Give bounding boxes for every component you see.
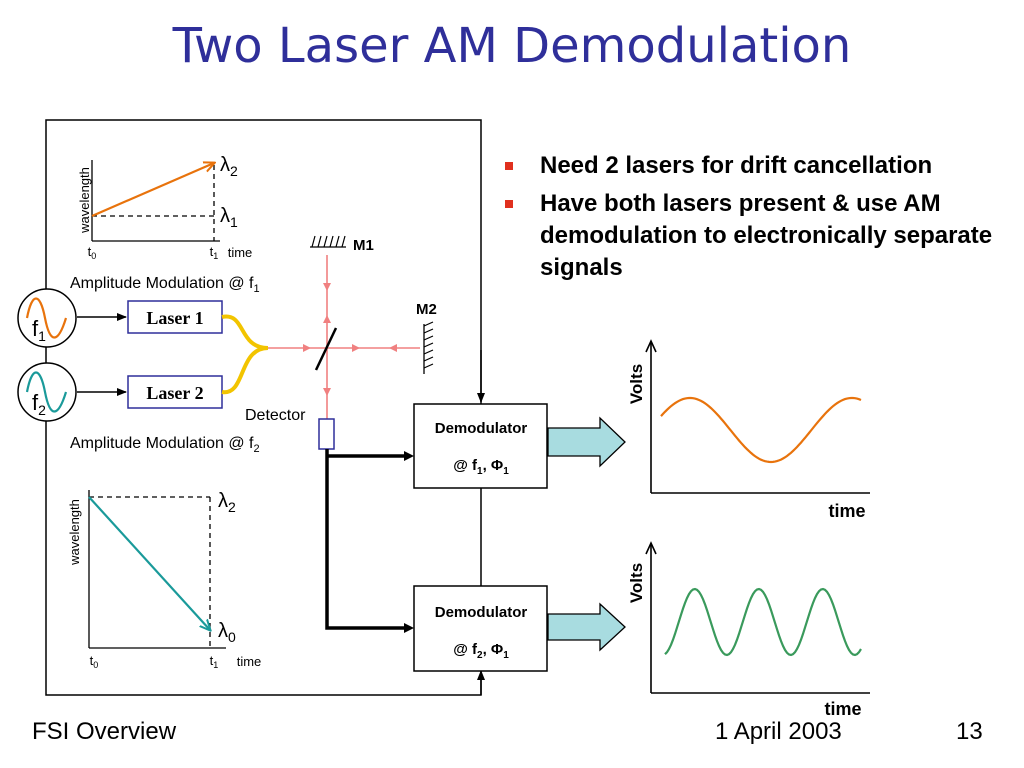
lambda2-label: λ2 xyxy=(220,154,238,179)
am-label-f1: Amplitude Modulation @ f1 xyxy=(70,275,260,295)
oscillator-circle xyxy=(17,288,77,348)
time-label: time xyxy=(828,501,865,521)
oscillator-label: f2 xyxy=(32,390,46,418)
demodulator-1: Demodulator @ f1, Φ1 xyxy=(413,403,548,489)
x-axis-label: time xyxy=(228,245,253,260)
y-axis-arrow-icon xyxy=(645,339,657,353)
y-axis-label: wavelength xyxy=(67,499,82,566)
demodulator-params: @ f2, Φ1 xyxy=(453,641,509,661)
demodulator-box xyxy=(413,585,548,672)
bullet-item: Need 2 lasers for drift cancellation xyxy=(505,150,1020,182)
time-label: time xyxy=(824,699,861,719)
am-label-f2: Amplitude Modulation @ f2 xyxy=(70,435,260,455)
output-signal-2 xyxy=(664,587,862,657)
footer-date: 1 April 2003 xyxy=(715,718,842,745)
t1-label: t1 xyxy=(210,244,219,261)
lambda1-label: λ1 xyxy=(220,205,238,230)
footer-page-number: 13 xyxy=(956,718,983,745)
beam-arrow-icon xyxy=(303,344,311,352)
mirror-m2: M2 xyxy=(416,301,437,374)
slide-title: Two Laser AM Demodulation xyxy=(172,18,852,74)
laser1-label: Laser 1 xyxy=(146,308,203,328)
laser2-label: Laser 2 xyxy=(146,383,203,403)
y-axis-label: wavelength xyxy=(77,167,92,234)
beam-arrow-icon xyxy=(323,388,331,396)
wavelength-ramp-down xyxy=(88,496,210,630)
beam-arrow-icon xyxy=(352,344,360,352)
bullet-text: Have both lasers present & use AM demodu… xyxy=(540,190,993,281)
oscillator-circle xyxy=(17,362,77,422)
output-arrow-icon xyxy=(547,416,626,468)
mirror-m2-label: M2 xyxy=(416,301,437,318)
wire-arrow-icon xyxy=(404,451,414,461)
beam-splitter xyxy=(314,327,338,371)
output-arrow-icon xyxy=(547,602,626,652)
laser2-box xyxy=(127,375,223,409)
volts-label: Volts xyxy=(627,563,646,603)
beam-arrow-icon xyxy=(389,344,397,352)
bullet-item: Have both lasers present & use AM demodu… xyxy=(505,188,1020,284)
t1-label: t1 xyxy=(210,653,219,670)
mirror-m1: M1 xyxy=(310,235,374,254)
output-plot-2: Volts time xyxy=(627,541,870,719)
volts-label: Volts xyxy=(627,364,646,404)
footer-left: FSI Overview xyxy=(32,718,177,745)
demodulator-label: Demodulator xyxy=(435,420,528,437)
mirror-m1-label: M1 xyxy=(353,237,374,254)
bullet-square-icon xyxy=(505,200,513,208)
demodulator-2: Demodulator @ f2, Φ1 xyxy=(413,585,548,672)
t0-label: t0 xyxy=(88,244,97,261)
bullet-list: Need 2 lasers for drift cancellation Hav… xyxy=(505,150,1020,290)
beam-arrow-icon xyxy=(323,283,331,291)
output-plot-1: Volts time xyxy=(627,339,870,521)
oscillator-f1: f1 xyxy=(17,288,77,348)
sine-wave-icon xyxy=(25,371,68,413)
oscillator-label: f1 xyxy=(32,316,46,344)
wavelength-ramp-up xyxy=(91,163,214,218)
output-signal-1 xyxy=(660,396,862,464)
x-axis-label: time xyxy=(237,654,262,669)
sine-wave-icon xyxy=(25,297,68,339)
top-wavelength-chart: wavelength time t0 t1 λ2 λ1 xyxy=(77,154,252,261)
demodulator-params: @ f1, Φ1 xyxy=(453,457,509,477)
t0-label: t0 xyxy=(90,653,99,670)
bullet-text: Need 2 lasers for drift cancellation xyxy=(540,152,933,179)
beam-arrow-icon xyxy=(323,315,331,323)
laser-beams xyxy=(268,255,420,420)
fiber-laser1 xyxy=(221,314,269,350)
bullet-square-icon xyxy=(505,162,513,170)
detector-box xyxy=(318,418,335,450)
y-axis-arrow-icon xyxy=(645,541,657,555)
lambda2-label: λ2 xyxy=(218,490,236,515)
signal-wire-demod2 xyxy=(325,449,409,630)
bottom-wavelength-chart: wavelength time t0 t1 λ2 λ0 xyxy=(67,490,261,670)
oscillator-f2: f2 xyxy=(17,362,77,422)
demodulator-label: Demodulator xyxy=(435,604,528,621)
lambda0-label: λ0 xyxy=(218,620,236,645)
detector-label: Detector xyxy=(245,407,306,424)
laser1-box xyxy=(127,300,223,334)
fiber-laser2 xyxy=(221,346,269,395)
wire-arrow-icon xyxy=(404,623,414,633)
demodulator-box xyxy=(413,403,548,489)
